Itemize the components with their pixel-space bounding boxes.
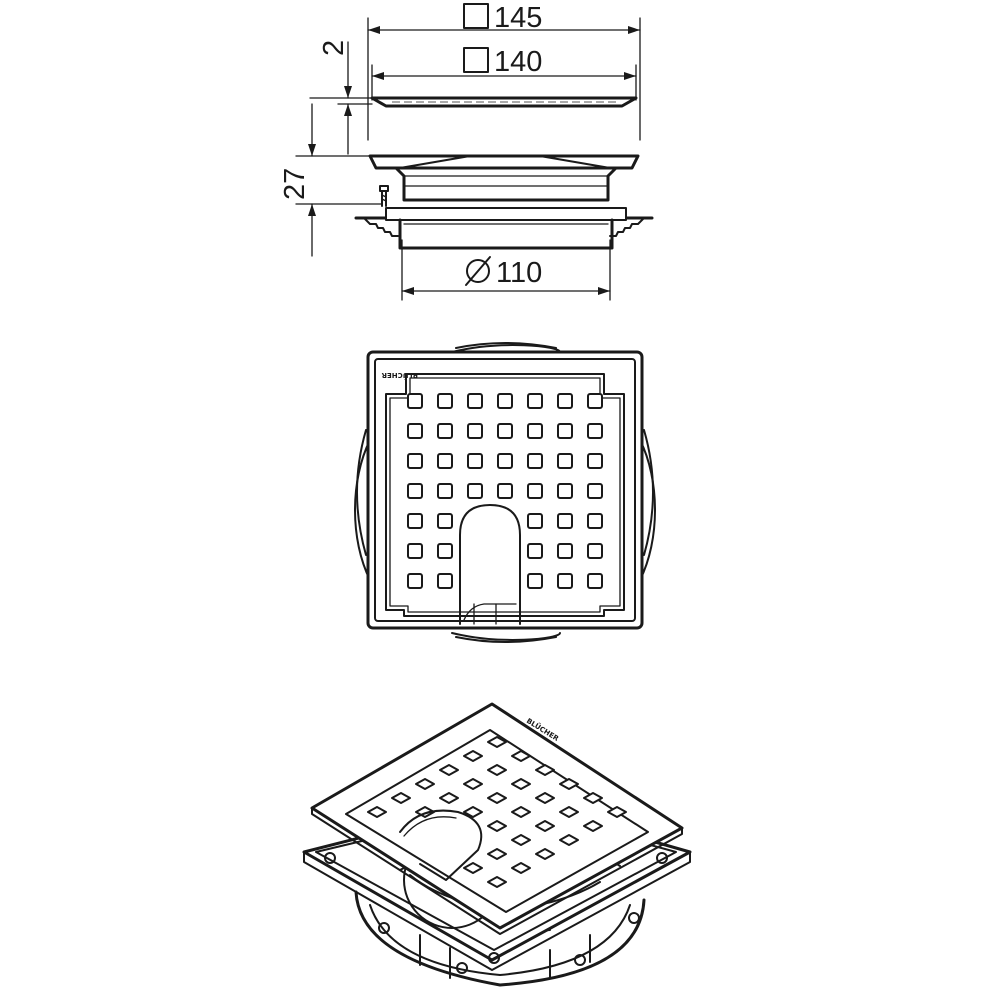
top-view: BLÜCHER xyxy=(354,342,656,643)
square-symbol-icon xyxy=(463,47,489,73)
dimension-outer-square-value: 145 xyxy=(494,2,542,34)
key-opening-top xyxy=(459,504,521,625)
isometric-view: BLÜCHER xyxy=(302,702,692,987)
dimension-inner-square-value: 140 xyxy=(494,46,542,78)
grate-frame-top xyxy=(385,373,625,617)
drain-body-side xyxy=(354,207,654,250)
drain-body-circle-top xyxy=(354,344,656,641)
grate-plate-iso: BLÜCHER xyxy=(310,702,684,935)
screw-side xyxy=(379,185,389,207)
square-symbol-icon xyxy=(463,3,489,29)
diameter-symbol-icon xyxy=(465,256,491,286)
dimension-pipe-diameter-value: 110 xyxy=(496,257,542,289)
dimension-inner-square: 140 xyxy=(371,46,637,80)
grate-plate-side xyxy=(370,96,638,108)
key-opening-iso xyxy=(399,809,483,881)
dimension-outer-square: 145 xyxy=(367,2,641,34)
dimension-height: 27 xyxy=(279,103,316,257)
dimension-thickness-value: 2 xyxy=(318,40,350,56)
grate-slots-iso xyxy=(367,736,627,888)
frame-upper-side xyxy=(368,154,640,202)
brand-mark: BLÜCHER xyxy=(381,371,418,380)
dimension-height-value: 27 xyxy=(279,168,311,200)
grate-slots-top xyxy=(407,393,603,589)
side-elevation-view: 145 140 2 27 110 xyxy=(279,2,654,301)
dimension-pipe-diameter: 110 xyxy=(401,256,611,295)
dimension-thickness: 2 xyxy=(318,40,352,155)
